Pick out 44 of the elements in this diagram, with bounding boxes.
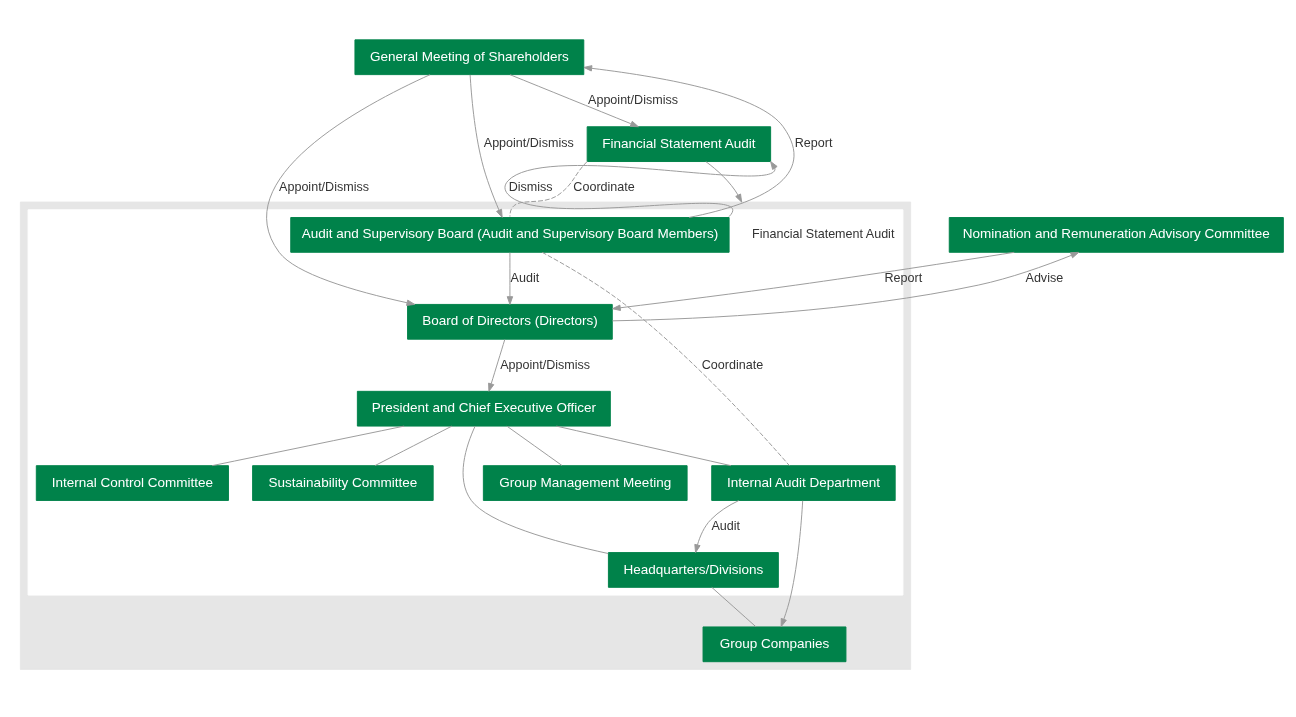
node-box: Internal Audit Department [711,465,896,501]
arrow [266,74,431,306]
connector [374,425,453,467]
connector [509,161,588,218]
edge-label: Appoint/Dismiss [588,92,679,107]
connector [211,425,405,467]
edge-label: Appoint/Dismiss [500,357,591,372]
node-box: President and Chief Executive Officer [356,390,611,427]
arrow [612,251,1015,311]
connector [711,586,757,628]
node-box: Internal Control Committee [35,465,229,501]
node-box: Audit and Supervisory Board (Audit and Supervisory Board Members) [290,217,730,253]
arrow [509,74,639,128]
edge-label: Report [794,136,833,151]
arrow [694,500,740,553]
edge-label: Dismiss [508,179,553,194]
edge-label: Audit [510,270,540,285]
arrow [506,252,514,305]
node-box: Financial Statement Audit [586,126,772,162]
edge-label: Appoint/Dismiss [483,136,574,151]
arrow [488,339,506,392]
arrow [469,74,503,218]
arrow [705,161,743,203]
arrow [504,161,778,218]
edge-label: Coordinate [701,357,764,372]
edge-label: Advise [1025,270,1064,285]
edge-label: Report [884,270,923,285]
connector [506,425,563,466]
arrow [780,500,804,628]
connector [541,251,790,467]
edge-label: Financial Statement Audit [752,227,895,242]
node-box: Group Management Meeting [482,465,688,501]
edge-label: Coordinate [573,179,635,194]
node-box: General Meeting of Shareholders [354,39,585,76]
connector [462,425,609,554]
edge-label: Appoint/Dismiss [279,179,370,194]
node-box: Headquarters/Divisions [607,552,779,588]
node-box: Nomination and Remuneration Advisory Committee [948,217,1284,253]
edge-label: Audit [711,518,741,533]
connector [555,425,732,467]
node-box: Group Companies [702,626,847,663]
node-box: Board of Directors (Directors) [407,303,613,340]
node-box: Sustainability Committee [252,465,434,501]
arrow [611,251,1080,322]
